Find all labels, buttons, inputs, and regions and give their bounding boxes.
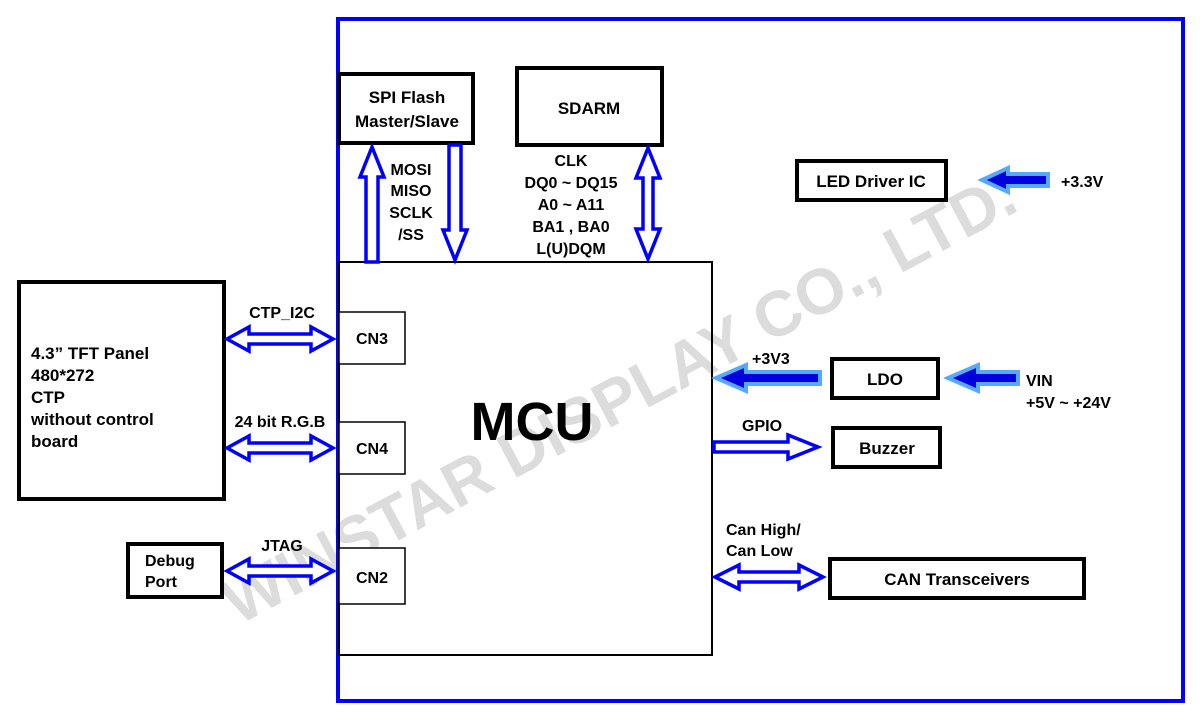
cn2-connector: CN2 <box>338 547 406 605</box>
led-power-arrow <box>977 164 1050 196</box>
sdram-signal-label: A0 ~ A11 <box>538 197 605 214</box>
gpio-label: GPIO <box>742 418 782 435</box>
ldo-label: LDO <box>867 370 903 389</box>
tft-label: 480*272 <box>31 366 94 385</box>
mcu-power-arrow <box>710 361 822 395</box>
sdram-block: SDARM <box>515 66 664 147</box>
tft-panel-block: 4.3” TFT Panel 480*272 CTP without contr… <box>17 280 226 501</box>
spi-flash-label: Master/Slave <box>355 112 459 131</box>
spi-up-arrow <box>357 142 387 264</box>
ldo-block: LDO <box>830 357 940 400</box>
spi-down-arrow <box>440 143 470 265</box>
debug-label: Debug <box>145 553 195 570</box>
jtag-label: JTAG <box>261 538 302 555</box>
can-label: CAN Transceivers <box>884 570 1030 589</box>
ctp-i2c-label: CTP_I2C <box>249 305 315 322</box>
cn4-label: CN4 <box>356 441 388 458</box>
arrows <box>223 142 1050 592</box>
spi-flash-label: SPI Flash <box>369 88 446 107</box>
spi-signal-label: /SS <box>398 227 424 244</box>
led-power-label: +3.3V <box>1061 174 1104 191</box>
can-bus-label: Can Low <box>726 543 793 560</box>
tft-label: without control <box>30 410 154 429</box>
cn2-label: CN2 <box>356 570 388 587</box>
mcu-block: MCU <box>338 261 713 656</box>
sdram-signal-label: L(U)DQM <box>536 241 605 258</box>
mcu-label: MCU <box>471 392 594 452</box>
spi-signal-label: MOSI <box>391 162 432 179</box>
spi-signal-label: MISO <box>391 183 432 200</box>
can-bus-arrow <box>711 562 827 592</box>
rgb-arrow <box>223 433 337 463</box>
tft-label: board <box>31 432 78 451</box>
debug-label: Port <box>145 574 178 591</box>
mcu-power-label: +3V3 <box>752 351 790 368</box>
jtag-arrow <box>223 556 337 586</box>
can-transceiver-block: CAN Transceivers <box>828 557 1086 600</box>
ctp-i2c-arrow <box>223 324 337 354</box>
can-bus-label: Can High/ <box>726 522 801 539</box>
vin-label: VIN <box>1026 373 1053 390</box>
tft-label: CTP <box>31 388 65 407</box>
buzzer-label: Buzzer <box>859 439 915 458</box>
sdram-signal-label: CLK <box>555 153 588 170</box>
tft-label: 4.3” TFT Panel <box>31 344 149 363</box>
sdram-signal-label: BA1 , BA0 <box>532 219 609 236</box>
sdram-bidirectional-arrow <box>633 143 663 264</box>
vin-label: +5V ~ +24V <box>1026 395 1111 412</box>
spi-flash-block: SPI Flash Master/Slave <box>337 72 475 145</box>
sdram-signal-label: DQ0 ~ DQ15 <box>525 175 618 192</box>
buzzer-block: Buzzer <box>831 426 942 469</box>
led-driver-block: LED Driver IC <box>795 159 948 202</box>
gpio-arrow <box>712 432 823 462</box>
cn4-connector: CN4 <box>338 421 406 475</box>
vin-arrow <box>942 361 1020 395</box>
led-driver-label: LED Driver IC <box>816 172 926 191</box>
cn3-connector: CN3 <box>338 311 406 365</box>
sdram-label: SDARM <box>558 99 620 118</box>
spi-signal-label: SCLK <box>389 205 433 222</box>
debug-port-block: Debug Port <box>126 542 224 599</box>
rgb-label: 24 bit R.G.B <box>235 414 326 431</box>
cn3-label: CN3 <box>356 331 388 348</box>
